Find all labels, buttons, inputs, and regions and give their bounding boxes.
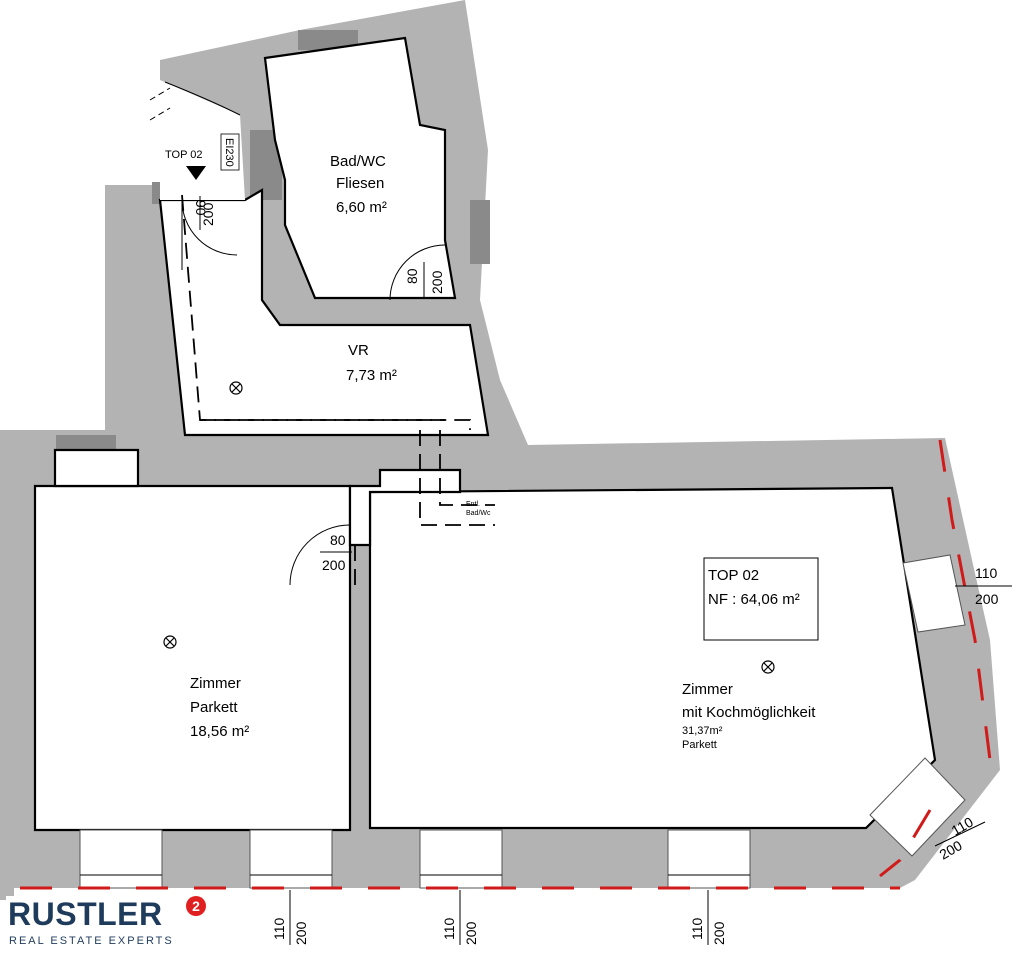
window-south-3-width: 110: [689, 917, 705, 940]
bath-floor: [263, 36, 457, 300]
unit-info-box: [703, 557, 819, 641]
bath-name: Bad/WC: [330, 153, 386, 170]
window-east-upper-width: 110: [975, 565, 998, 581]
room-left-area: 18,56 m²: [190, 723, 249, 740]
unit-box-title: TOP 02: [708, 567, 759, 584]
ceiling-lamp-left: [163, 635, 177, 649]
room-left-door-height: 200: [322, 557, 346, 573]
entrance-arrow-icon: [186, 166, 206, 180]
ceiling-lamp-right: [761, 660, 775, 674]
bath-door-width: 80: [404, 268, 420, 284]
entrance-unit-label: TOP 02: [165, 149, 203, 161]
room-right-name: Zimmer: [682, 681, 733, 698]
window-south-2-width: 110: [441, 917, 457, 940]
window-south-3-height: 200: [711, 921, 727, 945]
room-right-area: 31,37m²: [682, 725, 723, 737]
ceiling-lamp-hall: [229, 381, 243, 395]
red-markings: [20, 439, 992, 890]
bath-area: 6,60 m²: [336, 199, 387, 216]
bath-door-height: 200: [429, 270, 445, 294]
room-right-finish: Parkett: [682, 739, 717, 751]
dashed-outlines: [55, 194, 495, 590]
passage-floor: [348, 468, 462, 547]
left-niche: [53, 448, 140, 488]
window-south-2-height: 200: [463, 921, 479, 945]
hall-area: 7,73 m²: [346, 367, 397, 384]
window-south-1-height: 200: [293, 921, 309, 945]
ventilation-note-line1: Entl.: [466, 501, 480, 508]
logo-wordmark: RUSTLER: [8, 896, 163, 932]
hall-name: VR: [348, 342, 369, 359]
bath-finish: Fliesen: [336, 175, 384, 192]
room-left-floor: [33, 484, 352, 832]
window-east-upper-height: 200: [975, 591, 999, 607]
entrance-door-width: 90: [193, 200, 209, 216]
brand-logo: RUSTLER 2 REAL ESTATE EXPERTS: [6, 896, 206, 952]
fire-rating-box: [220, 133, 240, 171]
room-left-name: Zimmer: [190, 675, 241, 692]
logo-badge: 2: [186, 896, 206, 916]
door-swings: [181, 199, 446, 586]
ventilation-note-line2: Bad/Wc: [466, 510, 491, 517]
logo-tagline: REAL ESTATE EXPERTS: [9, 935, 174, 947]
hall-floor: [158, 188, 490, 437]
fire-rating-label: EI230: [223, 138, 235, 167]
room-left-finish: Parkett: [190, 699, 238, 716]
entrance-door-height: 200: [200, 202, 216, 226]
window-south-1-width: 110: [271, 917, 287, 940]
room-right-subtitle: mit Kochmöglichkeit: [682, 704, 816, 721]
windows: [79, 554, 966, 889]
room-right-floor: [368, 486, 937, 830]
room-left-door-width: 80: [330, 532, 346, 548]
unit-box-area: NF : 64,06 m²: [708, 591, 800, 608]
